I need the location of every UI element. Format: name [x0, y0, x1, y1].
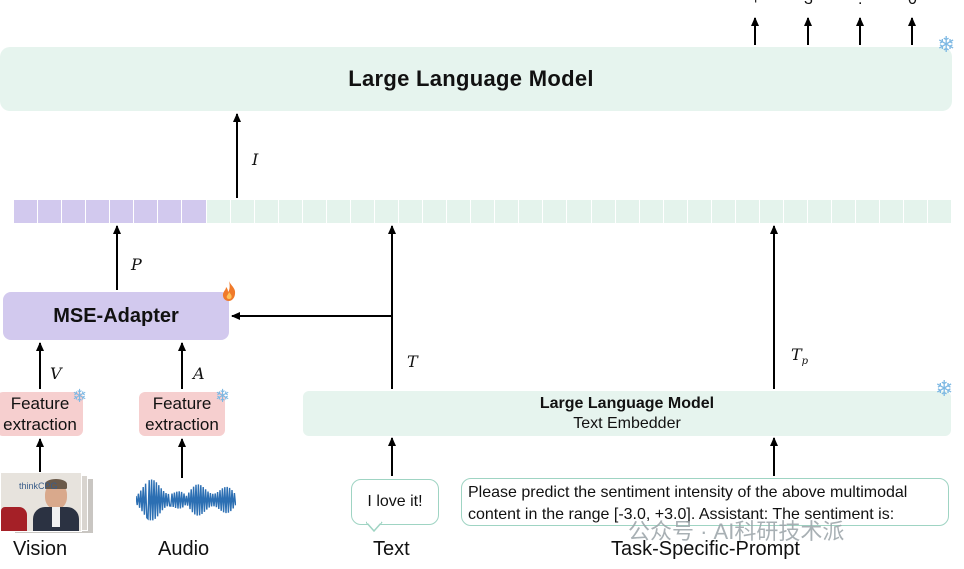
- text-token: [350, 200, 375, 223]
- modality-token: [158, 200, 183, 223]
- modality-token: [182, 200, 207, 223]
- bubble-tail: [366, 521, 383, 533]
- text-token: [591, 200, 616, 223]
- text-token: [880, 200, 905, 223]
- text-token: [519, 200, 544, 223]
- snowflake-icon: ❄: [937, 32, 956, 57]
- text-token: [471, 200, 496, 223]
- text-token: [495, 200, 520, 223]
- output-token: 0: [908, 0, 917, 8]
- prompt-box: Please predict the sentiment intensity o…: [461, 478, 949, 526]
- snowflake-icon: ❄: [215, 386, 231, 406]
- text-token: [374, 200, 399, 223]
- caption-text: Text: [373, 538, 410, 560]
- text-token: [639, 200, 664, 223]
- adapter-label: MSE-Adapter: [53, 304, 179, 327]
- output-token: .: [858, 0, 862, 8]
- text-token: [856, 200, 881, 223]
- text-embedder-box: Large Language Model Text Embedder: [303, 391, 951, 436]
- text-token: [206, 200, 231, 223]
- text-token: [735, 200, 760, 223]
- text-token: [928, 200, 953, 223]
- caption-audio: Audio: [158, 538, 210, 560]
- text-token: [447, 200, 472, 223]
- text-token: [687, 200, 712, 223]
- token-sequence: [14, 200, 953, 223]
- prompt-line2: content in the range [-3.0, +3.0]. Assis…: [468, 506, 895, 523]
- modality-token: [134, 200, 159, 223]
- modality-token: [110, 200, 135, 223]
- text-token: [399, 200, 424, 223]
- feature-line2: extraction: [145, 415, 219, 434]
- audio-waveform: [136, 479, 236, 521]
- label-Tp: Tp: [791, 345, 808, 367]
- fire-icon: [222, 281, 236, 301]
- text-token: [302, 200, 327, 223]
- modality-token: [86, 200, 111, 223]
- text-token: [808, 200, 833, 223]
- label-V: V: [50, 364, 62, 383]
- mse-adapter-box: MSE-Adapter: [3, 292, 229, 340]
- text-token: [423, 200, 448, 223]
- modality-token: [62, 200, 87, 223]
- label-P: P: [131, 255, 142, 274]
- caption-vision: Vision: [13, 538, 68, 560]
- label-Tp-sub: p: [801, 356, 809, 368]
- text-token: [663, 200, 688, 223]
- llm-title: Large Language Model: [348, 66, 594, 91]
- thumbnail-caption: thinkCPG: [19, 481, 58, 491]
- text-token: [784, 200, 809, 223]
- vision-feature-extraction: Feature extraction: [0, 392, 83, 436]
- snowflake-icon: ❄: [72, 386, 88, 406]
- audio-feature-extraction: Feature extraction: [139, 392, 225, 436]
- vision-frames: thinkCPG: [0, 472, 100, 534]
- llm-box: Large Language Model: [0, 47, 952, 111]
- label-T: T: [407, 352, 418, 371]
- label-I: I: [252, 150, 259, 169]
- modality-token: [14, 200, 39, 223]
- text-token: [711, 200, 736, 223]
- feature-line1: Feature: [152, 394, 212, 413]
- modality-token: [38, 200, 63, 223]
- feature-line1: Feature: [10, 394, 70, 413]
- text-input-bubble: I love it!: [351, 479, 439, 525]
- text-token: [567, 200, 592, 223]
- watermark: 公众号 · AI科研技术派: [628, 519, 845, 544]
- text-token: [904, 200, 929, 223]
- caption-prompt: Task-Specific-Prompt: [611, 538, 800, 560]
- text-token: [543, 200, 568, 223]
- embedder-subtitle: Text Embedder: [573, 414, 681, 432]
- feature-line2: extraction: [3, 415, 77, 434]
- text-token: [230, 200, 255, 223]
- output-token: +: [751, 0, 760, 8]
- label-Tp-main: T: [791, 345, 802, 364]
- output-token: 3: [804, 0, 813, 8]
- text-token: [832, 200, 857, 223]
- prompt-line1: Please predict the sentiment intensity o…: [468, 484, 908, 501]
- text-token: [254, 200, 279, 223]
- label-A: A: [193, 364, 205, 383]
- text-token: [326, 200, 351, 223]
- embedder-title: Large Language Model: [539, 394, 715, 412]
- text-token: [278, 200, 303, 223]
- text-token: [759, 200, 784, 223]
- text-input-value: I love it!: [367, 493, 423, 510]
- snowflake-icon: ❄: [935, 376, 954, 401]
- text-token: [615, 200, 640, 223]
